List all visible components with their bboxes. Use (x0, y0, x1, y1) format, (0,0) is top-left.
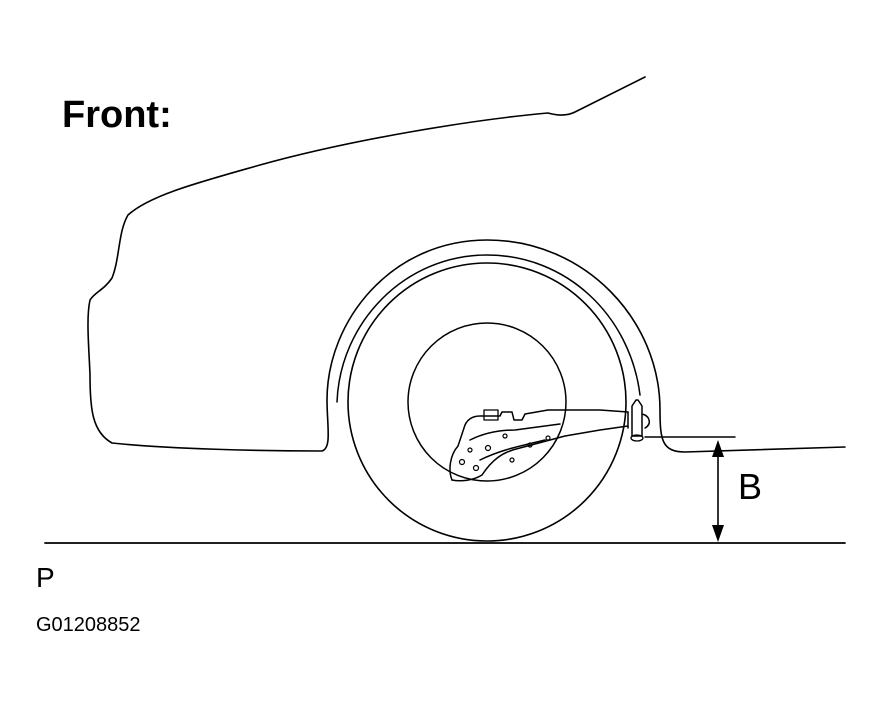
view-title: Front: (62, 94, 172, 136)
tire (347, 262, 627, 542)
reference-label-p: P (36, 562, 55, 593)
wheel-arch (336, 254, 641, 403)
car-body-outline (87, 76, 846, 453)
wheel-rim (407, 322, 567, 482)
height-dimension-arrow (712, 440, 724, 542)
figure-code: G01208852 (36, 614, 141, 636)
dimension-label-b: B (738, 466, 763, 507)
ball-joint (627, 399, 650, 442)
lower-suspension-arm (449, 409, 629, 482)
